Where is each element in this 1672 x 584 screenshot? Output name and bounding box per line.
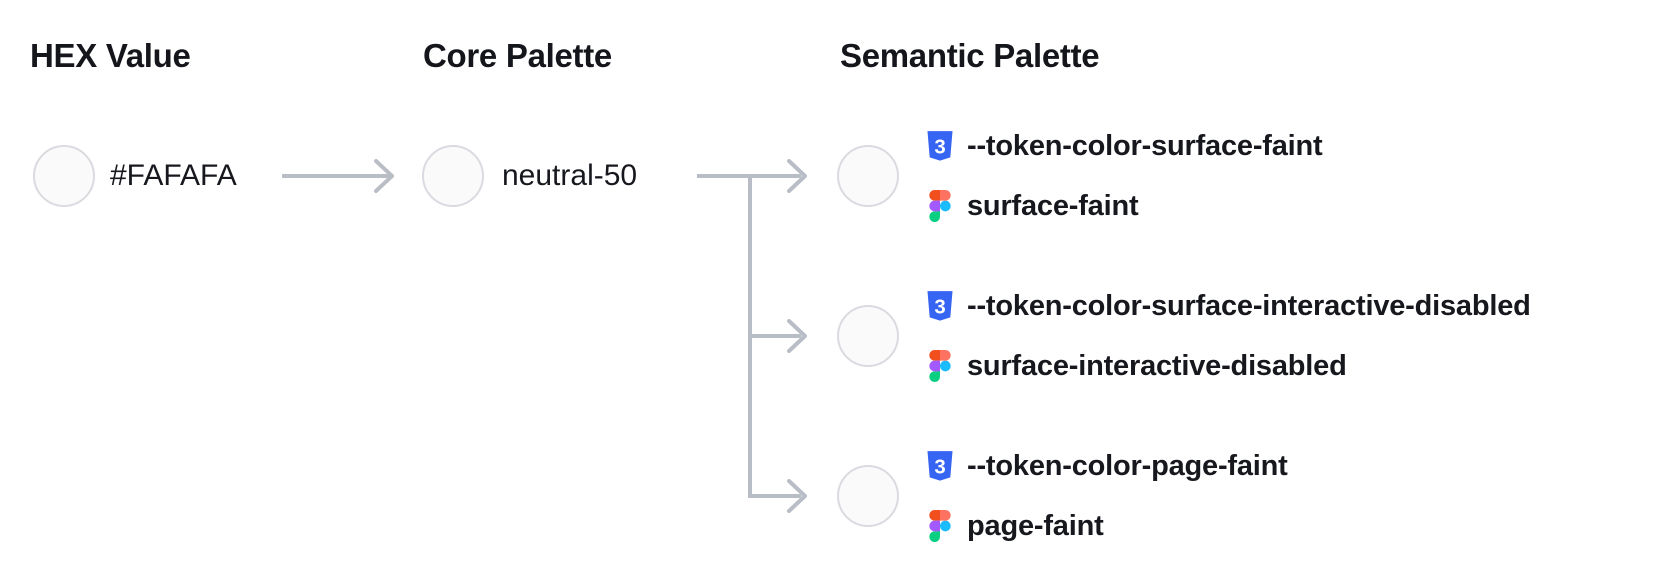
semantic-color-swatch <box>837 305 899 367</box>
css3-logo-icon: 3 <box>927 289 953 323</box>
figma-token-label: surface-interactive-disabled <box>967 349 1347 382</box>
figma-logo-icon <box>927 189 953 223</box>
branch-core-to-semantic <box>697 174 801 498</box>
semantic-color-swatch <box>837 145 899 207</box>
semantic-token-lines: 3 --token-color-page-faint page-faint <box>927 449 1288 543</box>
semantic-token-row: 3 --token-color-surface-interactive-disa… <box>837 274 1531 398</box>
semantic-token-lines: 3 --token-color-surface-faint surface-fa… <box>927 129 1323 223</box>
figma-token-line: surface-faint <box>927 189 1323 223</box>
figma-token-label: surface-faint <box>967 189 1139 222</box>
hex-color-swatch <box>33 145 95 207</box>
svg-text:3: 3 <box>934 456 945 478</box>
core-palette-node: neutral-50 <box>422 145 637 207</box>
column-header-hex-value: HEX Value <box>30 37 191 74</box>
semantic-token-row: 3 --token-color-page-faint page-faint <box>837 434 1288 558</box>
column-header-semantic-palette: Semantic Palette <box>840 37 1100 74</box>
css-variable-line: 3 --token-color-page-faint <box>927 449 1288 483</box>
semantic-color-swatch <box>837 465 899 527</box>
svg-text:3: 3 <box>934 136 945 158</box>
figma-token-line: page-faint <box>927 509 1288 543</box>
css-variable-label: --token-color-surface-faint <box>967 129 1323 162</box>
hex-value-node: #FAFAFA <box>33 145 237 207</box>
arrow-head-icon <box>787 319 807 353</box>
css-variable-label: --token-color-page-faint <box>967 449 1288 482</box>
hex-value-label: #FAFAFA <box>110 159 237 192</box>
core-color-swatch <box>422 145 484 207</box>
css3-logo-icon: 3 <box>927 129 953 163</box>
arrow-head-icon <box>374 159 394 193</box>
svg-text:3: 3 <box>934 296 945 318</box>
figma-logo-icon <box>927 509 953 543</box>
semantic-token-lines: 3 --token-color-surface-interactive-disa… <box>927 289 1531 383</box>
arrow-head-icon <box>787 159 807 193</box>
figma-token-line: surface-interactive-disabled <box>927 349 1531 383</box>
css3-logo-icon: 3 <box>927 449 953 483</box>
arrow-head-icon <box>787 479 807 513</box>
core-palette-label: neutral-50 <box>502 159 638 192</box>
figma-logo-icon <box>927 349 953 383</box>
css-variable-line: 3 --token-color-surface-interactive-disa… <box>927 289 1531 323</box>
figma-token-label: page-faint <box>967 509 1104 542</box>
semantic-token-row: 3 --token-color-surface-faint surface-fa… <box>837 114 1323 238</box>
css-variable-label: --token-color-surface-interactive-disabl… <box>967 289 1531 322</box>
css-variable-line: 3 --token-color-surface-faint <box>927 129 1323 163</box>
column-header-core-palette: Core Palette <box>423 37 612 74</box>
